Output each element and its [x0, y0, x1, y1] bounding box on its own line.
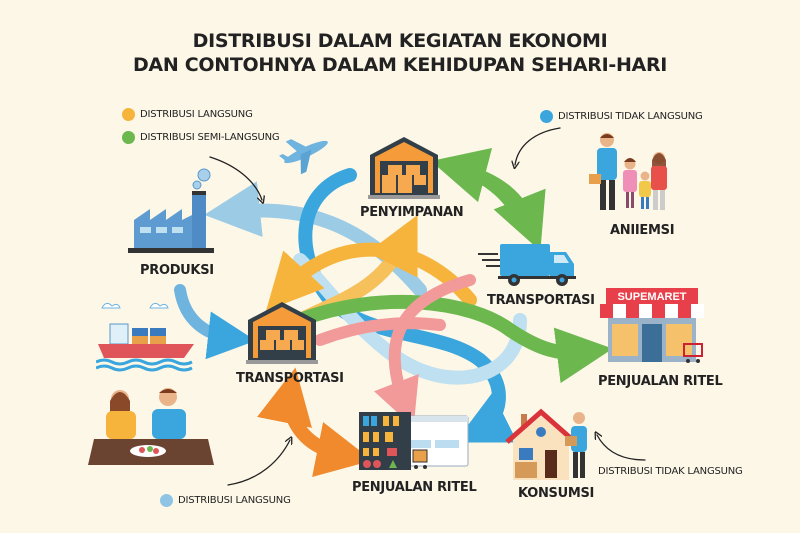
retail-shelf-icon: [359, 412, 469, 470]
node-penjualan-ritel-store: PENJUALAN RITEL: [598, 374, 723, 389]
legend-distribusi-langsung-bottom: DISTRIBUSI LANGSUNG: [160, 494, 291, 507]
store-sign: SUPEMARET: [617, 291, 686, 303]
node-produksi: PRODUKSI: [140, 263, 214, 278]
warehouse-icon: [368, 137, 440, 199]
legend-label: DISTRIBUSI LANGSUNG: [140, 109, 253, 120]
light-blue-dot-icon: [160, 494, 173, 507]
node-penjualan-ritel-shelf: PENJUALAN RITEL: [352, 480, 477, 495]
house-icon: [505, 408, 587, 480]
warehouse-icon-2: [246, 302, 318, 364]
truck-icon: [478, 244, 576, 286]
blue-dot-icon: [540, 110, 553, 123]
node-transportasi-warehouse: TRANSPORTASI: [236, 371, 344, 386]
title-line-1: DISTRIBUSI DALAM KEGIATAN EKONOMI: [192, 30, 608, 52]
orange-dot-icon: [122, 108, 135, 121]
legend-distribusi-tidak-langsung-bottom: DISTRIBUSI TIDAK LANGSUNG: [598, 466, 743, 477]
supermarket-icon: SUPEMARET: [600, 288, 704, 363]
couple-eating-icon: [88, 388, 214, 465]
airplane-icon: [279, 139, 328, 175]
ship-icon: [96, 302, 194, 372]
legend-label: DISTRIBUSI TIDAK LANGSUNG: [558, 111, 703, 122]
legend-distribusi-langsung: DISTRIBUSI LANGSUNG: [122, 108, 253, 121]
legend-label: DISTRIBUSI SEMI-LANGSUNG: [140, 132, 280, 143]
node-aniiemsi: ANIIEMSI: [610, 223, 675, 238]
node-penyimpanan: PENYIMPANAN: [360, 205, 464, 220]
legend-label: DISTRIBUSI TIDAK LANGSUNG: [598, 466, 743, 477]
title-line-2: DAN CONTOHNYA DALAM KEHIDUPAN SEHARI-HAR…: [132, 54, 668, 76]
node-transportasi-truck: TRANSPORTASI: [487, 293, 595, 308]
family-icon: [589, 133, 667, 210]
green-dot-icon: [122, 131, 135, 144]
node-konsumsi: KONSUMSI: [518, 486, 595, 501]
legend-distribusi-semi-langsung: DISTRIBUSI SEMI-LANGSUNG: [122, 131, 280, 144]
legend-distribusi-tidak-langsung: DISTRIBUSI TIDAK LANGSUNG: [540, 110, 703, 123]
factory-icon: [128, 168, 214, 253]
legend-label: DISTRIBUSI LANGSUNG: [178, 495, 291, 506]
